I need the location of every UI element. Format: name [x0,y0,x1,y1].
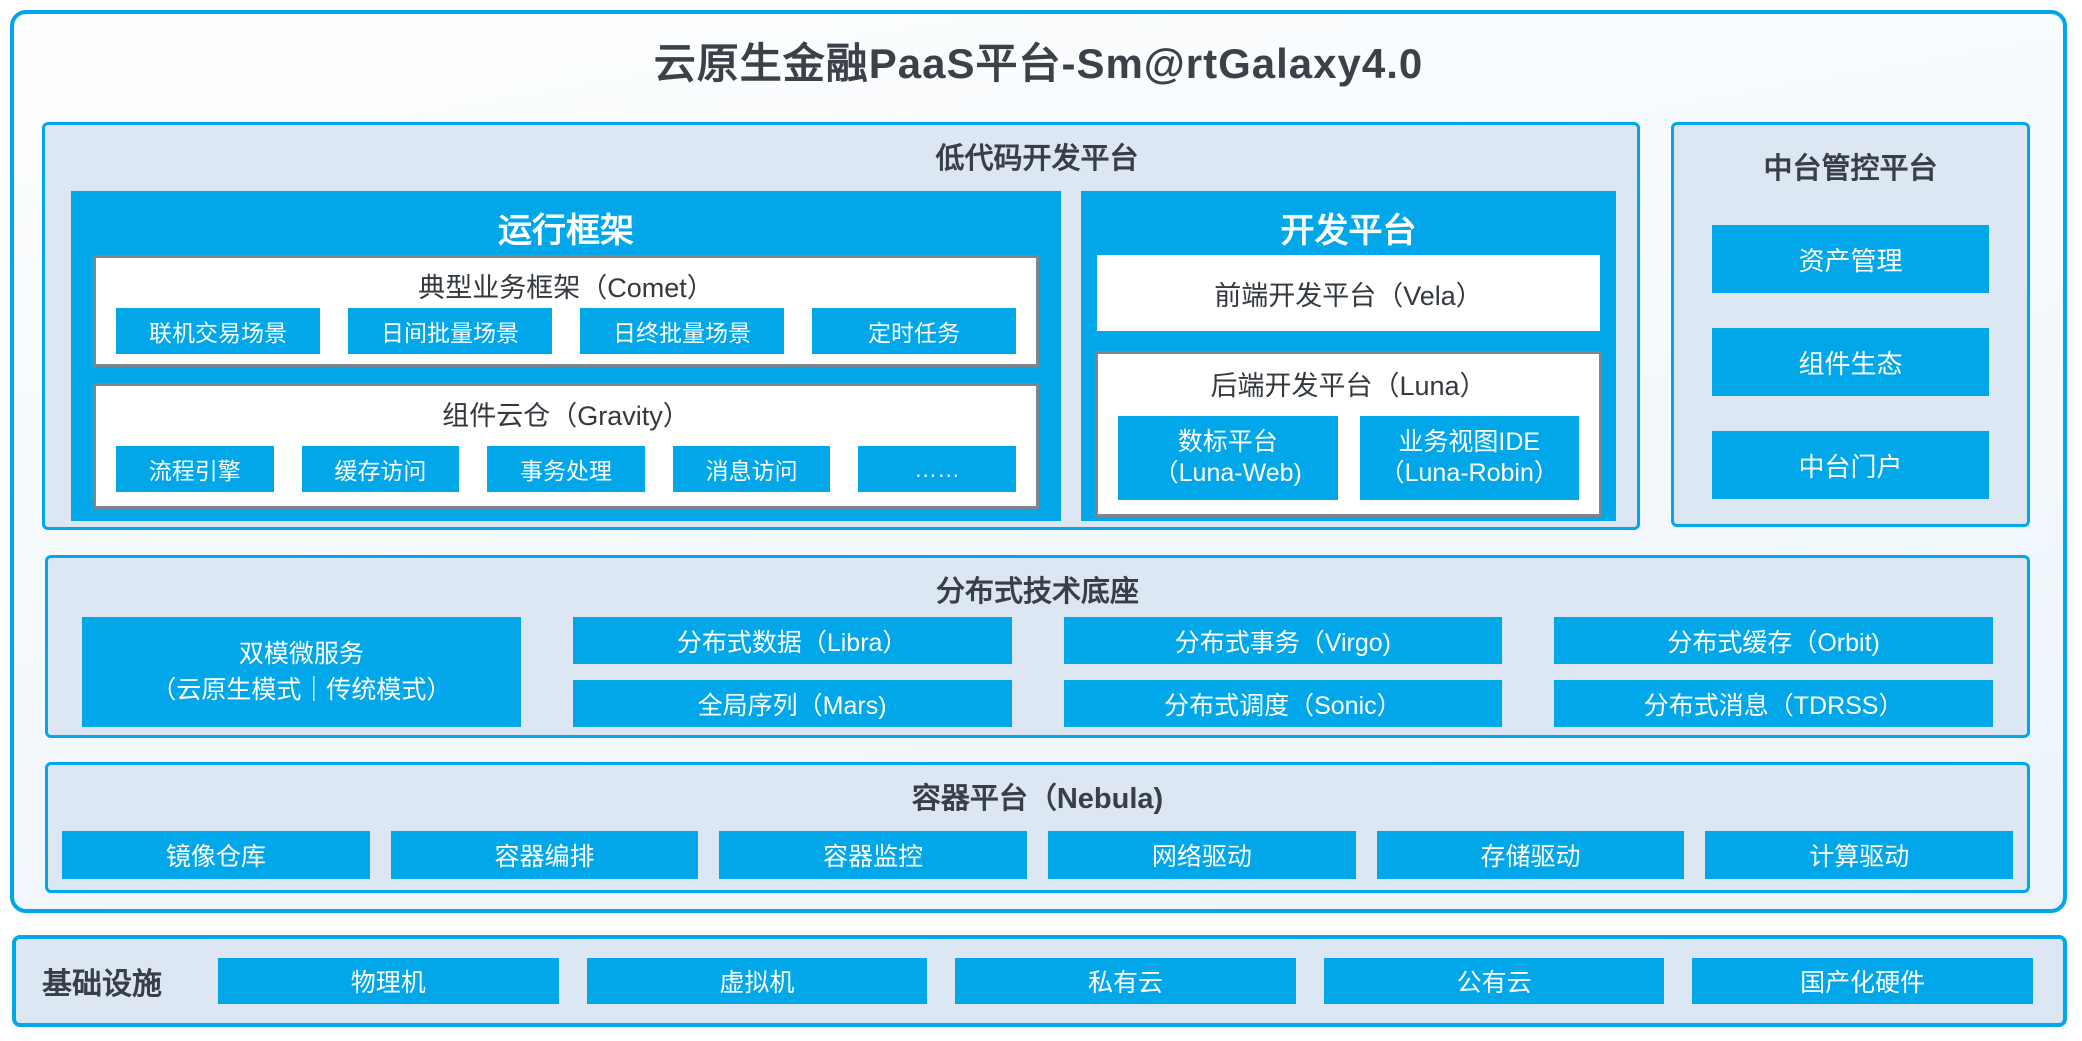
infrastructure-item: 虚拟机 [586,958,928,1004]
mid-platform-items: 资产管理 组件生态 中台门户 [1712,225,1989,499]
gravity-box: 组件云仓（Gravity） 流程引擎 缓存访问 事务处理 消息访问 …… [93,383,1039,509]
infrastructure-item: 私有云 [955,958,1296,1004]
dual-mode-line2: （云原生模式｜传统模式） [151,676,452,704]
luna-item-line2: （Luna-Robin） [1379,459,1559,487]
container-item: 计算驱动 [1705,831,2014,879]
comet-item: 定时任务 [812,308,1016,354]
luna-item: 数标平台 （Luna-Web) [1118,416,1338,500]
distributed-grid: 双模微服务 （云原生模式｜传统模式） 分布式数据（Libra） 全局序列（Mar… [82,617,1993,727]
mid-platform-item: 资产管理 [1712,225,1989,293]
container-item: 网络驱动 [1048,831,1356,879]
mid-platform-item: 组件生态 [1712,328,1989,396]
low-code-platform-panel: 低代码开发平台 运行框架 典型业务框架（Comet） 联机交易场景 日间批量场景… [42,122,1640,530]
luna-item: 业务视图IDE （Luna-Robin） [1359,416,1579,500]
container-items-row: 镜像仓库 容器编排 容器监控 网络驱动 存储驱动 计算驱动 [62,831,2014,879]
comet-box: 典型业务框架（Comet） 联机交易场景 日间批量场景 日终批量场景 定时任务 [93,255,1039,367]
comet-title: 典型业务框架（Comet） [418,273,714,303]
runtime-frame-panel: 运行框架 典型业务框架（Comet） 联机交易场景 日间批量场景 日终批量场景 … [71,191,1061,521]
distributed-base-panel: 分布式技术底座 双模微服务 （云原生模式｜传统模式） 分布式数据（Libra） … [45,555,2030,738]
container-item: 镜像仓库 [62,831,370,879]
infrastructure-title: 基础设施 [42,968,162,1001]
gravity-item: 流程引擎 [116,446,274,492]
dual-mode-line1: 双模微服务 [238,639,364,668]
gravity-item: 消息访问 [672,446,831,492]
distributed-item: 分布式调度（Sonic） [1063,680,1503,727]
comet-items-row: 联机交易场景 日间批量场景 日终批量场景 定时任务 [116,308,1016,354]
luna-item-line1: 数标平台 [1177,427,1278,456]
luna-title: 后端开发平台（Luna） [1210,371,1487,401]
distributed-col: 分布式数据（Libra） 全局序列（Mars) [572,617,1012,727]
infrastructure-panel: 基础设施 物理机 虚拟机 私有云 公有云 国产化硬件 [12,935,2067,1027]
infrastructure-row: 基础设施 物理机 虚拟机 私有云 公有云 国产化硬件 [42,939,2033,1023]
distributed-col: 分布式事务（Virgo) 分布式调度（Sonic） [1063,617,1503,727]
distributed-item: 分布式数据（Libra） [572,617,1012,664]
comet-item: 日间批量场景 [348,308,552,354]
luna-item-line2: （Luna-Web) [1153,459,1302,487]
distributed-base-title: 分布式技术底座 [935,576,1139,608]
luna-item-line1: 业务视图IDE [1398,427,1541,456]
distributed-item: 分布式缓存（Orbit) [1554,617,1993,664]
dual-mode-microservice-box: 双模微服务 （云原生模式｜传统模式） [82,617,521,727]
gravity-item: 事务处理 [487,446,645,492]
low-code-platform-title: 低代码开发平台 [935,143,1139,175]
luna-items-row: 数标平台 （Luna-Web) 业务视图IDE （Luna-Robin） [1118,416,1579,500]
infrastructure-items: 物理机 虚拟机 私有云 公有云 国产化硬件 [218,958,2033,1004]
distributed-item: 分布式事务（Virgo) [1063,617,1503,664]
container-item: 容器编排 [390,831,699,879]
mid-platform-item: 中台门户 [1712,431,1989,499]
dev-platform-title: 开发平台 [1280,212,1417,250]
infrastructure-item: 公有云 [1323,958,1665,1004]
gravity-item-ellipsis: …… [858,446,1016,492]
gravity-item: 缓存访问 [301,446,460,492]
infrastructure-item: 国产化硬件 [1692,958,2033,1004]
distributed-item: 全局序列（Mars) [572,680,1012,727]
dev-platform-panel: 开发平台 前端开发平台（Vela） 后端开发平台（Luna） 数标平台 （Lun… [1081,191,1616,521]
container-platform-title: 容器平台（Nebula) [911,783,1164,815]
container-item: 存储驱动 [1376,831,1685,879]
distributed-col: 分布式缓存（Orbit) 分布式消息（TDRSS） [1554,617,1993,727]
runtime-frame-title: 运行框架 [498,212,634,250]
gravity-title: 组件云仓（Gravity） [442,401,690,431]
luna-box: 后端开发平台（Luna） 数标平台 （Luna-Web) 业务视图IDE （Lu… [1095,351,1602,517]
comet-item: 联机交易场景 [116,308,320,354]
comet-item: 日终批量场景 [580,308,784,354]
container-platform-panel: 容器平台（Nebula) 镜像仓库 容器编排 容器监控 网络驱动 存储驱动 计算… [45,762,2030,893]
distributed-item: 分布式消息（TDRSS） [1554,680,1993,727]
mid-platform-title: 中台管控平台 [1763,153,1938,185]
infrastructure-item: 物理机 [218,958,559,1004]
container-item: 容器监控 [719,831,1028,879]
distributed-col: 双模微服务 （云原生模式｜传统模式） [82,617,521,727]
vela-box: 前端开发平台（Vela） [1097,255,1600,331]
gravity-items-row: 流程引擎 缓存访问 事务处理 消息访问 …… [116,446,1016,492]
main-title: 云原生金融PaaS平台-Sm@rtGalaxy4.0 [653,40,1424,87]
mid-platform-panel: 中台管控平台 资产管理 组件生态 中台门户 [1671,122,2030,527]
